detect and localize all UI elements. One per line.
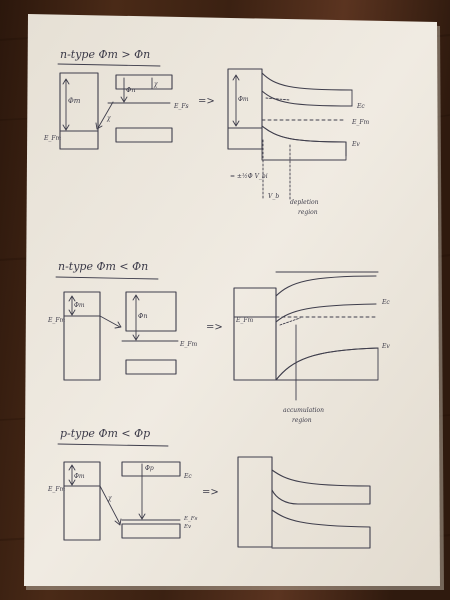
s1-phi-m-label: Φm [68,97,81,105]
s3-phi-m-arrow [68,464,76,486]
s1-ec-bend [261,90,353,107]
s2-junction-metal-filled [233,316,277,381]
s3-phi-p-arrow [138,463,146,520]
s2-transfer-arrow [99,315,122,329]
s3-ec-label: Ec [183,473,192,480]
section-1-heading-underline [57,63,161,67]
section-1-n-type-phim-gt-phin: n-type Φm > Φn Φm E_Fm Φn χ E_Fs χ => Φm [43,48,370,216]
s1-ef-m-label: E_Fm [43,135,62,142]
s1-ef-sc-label: E_Fs [173,103,189,110]
s1-phi-m-arrow [62,78,70,131]
s2-region-label-2: region [292,417,312,424]
s1-transfer-arrow [95,101,114,130]
s2-sc-box [125,291,177,332]
s2-metal-filled [63,315,101,381]
s3-phi-p-label: Φp [145,465,154,472]
s2-ec-label: Ec [381,299,390,306]
s2-phi-n-label: Φn [138,312,148,320]
s1-metal-filled [59,130,99,150]
s1-chi-small: χ [106,115,111,122]
s1-depleted-charges [265,97,291,101]
s1-region-label: depletion [290,199,319,206]
s1-sc-conduction-box [115,74,173,90]
s2-valence-filled [275,347,379,381]
s1-sc-valence-box [115,127,173,143]
s1-ec-label: Ec [356,103,365,110]
s2-phi-m-arrow [68,295,76,316]
section-2-heading-underline [55,276,159,280]
s3-sc-valence-box [121,523,181,539]
s2-accumulated-charges [279,317,301,326]
section-3-heading-underline [57,443,169,447]
section-3-heading: p-type Φm < Φp [60,427,150,440]
s1-efm-right-label: E_Fm [351,119,370,126]
section-2-n-type-phim-lt-phin: n-type Φm < Φn Φm E_Fm Φn E_Fm => Ec Ev … [47,260,390,424]
s1-valence-filled [261,125,347,161]
s1-phi-n-label: Φn [126,86,136,94]
s2-phi-m-label: Φm [74,302,85,309]
s2-ef-m-label: E_Fm [47,317,66,324]
s2-junction-ef-label: E_Fm [235,317,254,324]
s2-ec-bend [275,303,377,323]
s3-ev-label: Ev [183,524,192,530]
s2-ev-label: Ev [381,343,390,350]
s1-region-label-2: region [298,209,318,216]
s3-junction-metal [237,456,273,548]
section-2-heading: n-type Φm < Φn [58,260,148,273]
s3-phi-m-label: Φm [74,473,85,480]
s2-ef-sc-label: E_Fm [179,341,198,348]
s2-vacuum-bend [275,275,377,297]
s1-bottom-note: = ±½Φ V_bi [230,173,268,180]
s1-barrier-arrow [232,74,240,127]
s3-ec-band [271,469,371,505]
s3-chi-small: χ [107,495,112,502]
s1-vacuum-bend [261,72,353,91]
s2-sc-valence-box [125,359,177,375]
s3-ef-sc-label: E_Fs [183,516,198,522]
s3-ef-m-label: E_Fm [47,486,66,493]
s1-implies: => [198,96,215,107]
s1-vb-label: V_b [268,193,279,200]
section-3-p-type-phim-lt-phip: p-type Φm < Φp Φm E_Fm Φp Ec E_Fs Ev χ =… [47,427,371,549]
s3-sc-conduction-box [121,461,181,477]
s1-chi-label: χ [153,81,158,88]
paper-sheet [24,14,440,586]
s1-barrier-label: Φm [238,96,249,103]
s3-ev-band [271,509,371,549]
s3-transfer-arrow [99,485,122,526]
s2-phi-n-arrow [132,294,140,341]
s2-region-label: accumulation [283,407,324,414]
s1-phi-n-arrow [120,77,128,103]
s1-ev-label: Ev [351,141,360,148]
s3-metal-filled [63,485,101,541]
s2-implies: => [206,322,223,333]
section-1-heading: n-type Φm > Φn [60,48,150,61]
s3-implies: => [202,487,219,498]
